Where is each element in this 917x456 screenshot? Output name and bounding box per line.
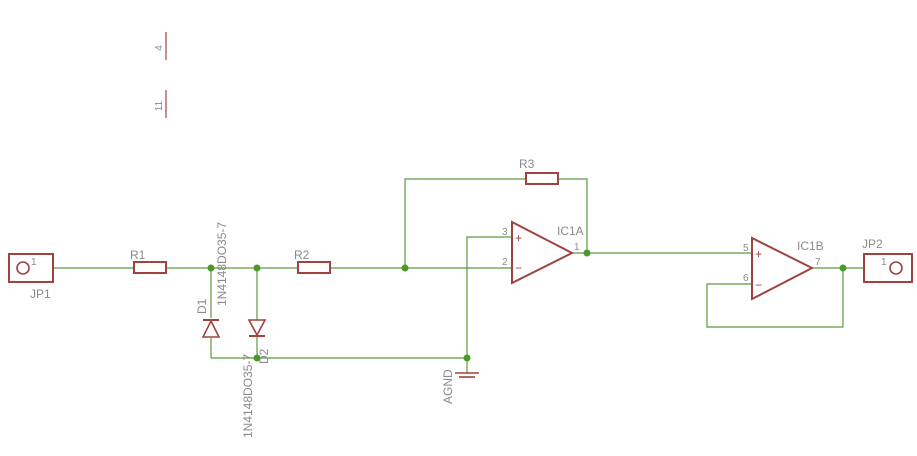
power-pin-4: 4	[154, 32, 167, 60]
wire-ic1b-feedback	[706, 268, 844, 328]
d2-value: 1N4148DO35-7	[241, 354, 255, 438]
junction-r3-left	[401, 264, 409, 272]
resistor-r3[interactable]: R3	[519, 157, 559, 185]
wire-r3-feedback-right	[558, 178, 588, 253]
r2-label: R2	[294, 248, 310, 262]
opamp-ic1b[interactable]: + − 5 6 7 IC1B	[743, 236, 824, 301]
ic1b-pin-out: 7	[815, 257, 821, 268]
resistor-r1[interactable]: R1	[130, 248, 167, 274]
d1-value: 1N4148DO35-7	[215, 222, 229, 306]
ic1a-pin-minus: 2	[502, 257, 508, 268]
opamp-ic1a[interactable]: + − 3 2 1 IC1A	[502, 220, 584, 285]
junction-ic1a-out	[583, 249, 591, 257]
r1-label: R1	[130, 248, 146, 262]
power-pin-4-label: 4	[154, 45, 165, 51]
wire-r3-feedback-left	[404, 178, 526, 268]
d2-label: D2	[257, 348, 271, 364]
d1-label: D1	[195, 298, 209, 314]
junction-d1	[207, 264, 215, 272]
power-pin-11-label: 11	[154, 100, 165, 111]
jp2-pin-label: 1	[881, 257, 887, 268]
wires	[54, 178, 864, 373]
junction-diodes-bottom	[253, 354, 261, 362]
agnd-symbol[interactable]: AGND	[441, 369, 479, 404]
ic1a-pin-out: 1	[574, 242, 580, 253]
ic1a-minus-sign: −	[515, 261, 522, 275]
ic1b-minus-sign: −	[755, 278, 762, 292]
connector-jp1[interactable]: 1 JP1	[8, 253, 54, 301]
junction-agnd	[463, 354, 471, 362]
ic1b-plus-sign: +	[755, 247, 762, 261]
diode-d1[interactable]: D1 1N4148DO35-7	[195, 222, 229, 338]
power-pin-11: 11	[154, 90, 167, 118]
ic1a-pin-plus: 3	[502, 227, 508, 238]
jp1-label: JP1	[30, 287, 51, 301]
resistor-r2[interactable]: R2	[294, 248, 331, 274]
ic1b-pin-plus: 5	[743, 243, 749, 254]
ic1b-pin-minus: 6	[743, 273, 749, 284]
r3-label: R3	[519, 157, 535, 171]
junctions	[207, 249, 847, 362]
agnd-label: AGND	[441, 369, 455, 404]
diode-d2[interactable]: D2 1N4148DO35-7	[241, 319, 271, 438]
jp2-label: JP2	[862, 237, 883, 251]
junction-d2	[253, 264, 261, 272]
ic1a-plus-sign: +	[515, 231, 522, 245]
jp1-pin-label: 1	[31, 257, 37, 268]
ic1a-label: IC1A	[557, 224, 584, 238]
ic1b-label: IC1B	[797, 239, 824, 253]
wire-ic1a-plus-agnd	[466, 236, 512, 373]
connector-jp2[interactable]: 1 JP2	[862, 237, 913, 283]
junction-ic1b-out	[839, 264, 847, 272]
